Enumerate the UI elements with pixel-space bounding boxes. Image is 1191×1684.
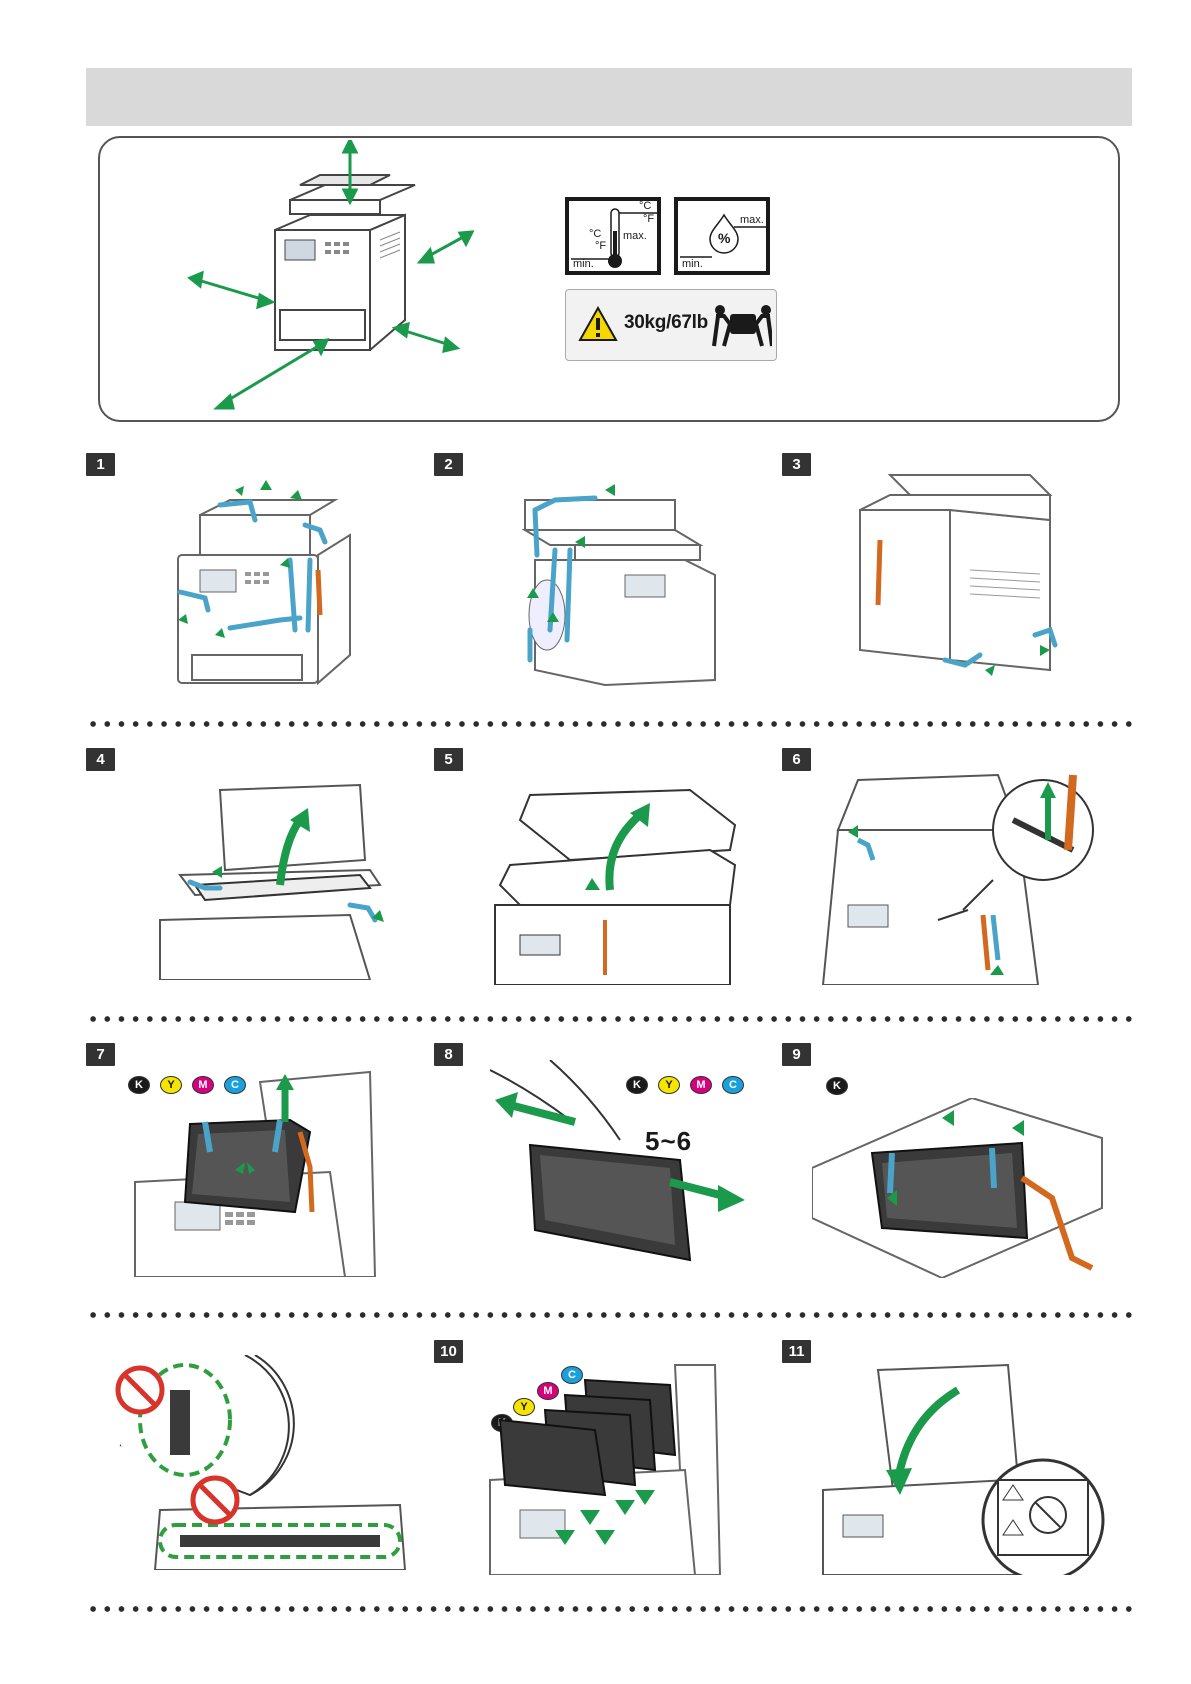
header-bar <box>86 68 1132 126</box>
step-11-illustration <box>818 1360 1108 1575</box>
weight-warning: 30kg/67lb <box>565 289 777 361</box>
step-number-6: 6 <box>782 748 811 771</box>
step-3-illustration <box>850 470 1080 690</box>
step-number-11: 11 <box>782 1340 811 1363</box>
step-number-1: 1 <box>86 453 115 476</box>
step-9-illustration <box>812 1098 1112 1278</box>
step-number-5: 5 <box>434 748 463 771</box>
temp-unit-c-right: °C <box>639 201 651 212</box>
step-1-illustration <box>170 480 360 690</box>
step-2-illustration <box>515 480 725 690</box>
separator-row-1 <box>86 721 1132 727</box>
humidity-min-label: min. <box>682 259 703 270</box>
step-number-4: 4 <box>86 748 115 771</box>
temp-unit-c-left: °C <box>589 229 601 240</box>
do-not-touch-illustration <box>110 1355 410 1570</box>
step-10-illustration <box>485 1360 735 1575</box>
step-number-10: 10 <box>434 1340 463 1363</box>
humidity-percent: % <box>718 233 730 244</box>
temp-max-label: max. <box>623 231 647 242</box>
weight-label: 30kg/67lb <box>624 312 708 334</box>
printer-clearance-illustration <box>180 140 480 410</box>
separator-row-4 <box>86 1606 1132 1612</box>
temp-unit-f-left: °F <box>595 241 606 252</box>
step-number-2: 2 <box>434 453 463 476</box>
temp-min-label: min. <box>573 259 594 270</box>
step-6-illustration <box>818 770 1098 985</box>
separator-row-3 <box>86 1312 1132 1318</box>
step-number-7: 7 <box>86 1043 115 1066</box>
temp-unit-f-right: °F <box>643 214 654 225</box>
two-person-lift-icon <box>712 302 772 348</box>
step9-toner-k-badge: K <box>826 1077 848 1095</box>
step-number-3: 3 <box>782 453 811 476</box>
warning-triangle-icon <box>578 306 618 342</box>
humidity-max-label: max. <box>740 215 764 226</box>
separator-row-2 <box>86 1016 1132 1022</box>
step-number-8: 8 <box>434 1043 463 1066</box>
step-5-illustration <box>490 775 740 985</box>
step-8-illustration <box>490 1060 750 1270</box>
humidity-range-symbol: % max. min. <box>674 197 770 275</box>
step-4-illustration <box>150 780 390 980</box>
temperature-range-symbol: °C °F °C °F max. min. <box>565 197 661 275</box>
step-7-illustration <box>130 1062 380 1277</box>
step-number-9: 9 <box>782 1043 811 1066</box>
